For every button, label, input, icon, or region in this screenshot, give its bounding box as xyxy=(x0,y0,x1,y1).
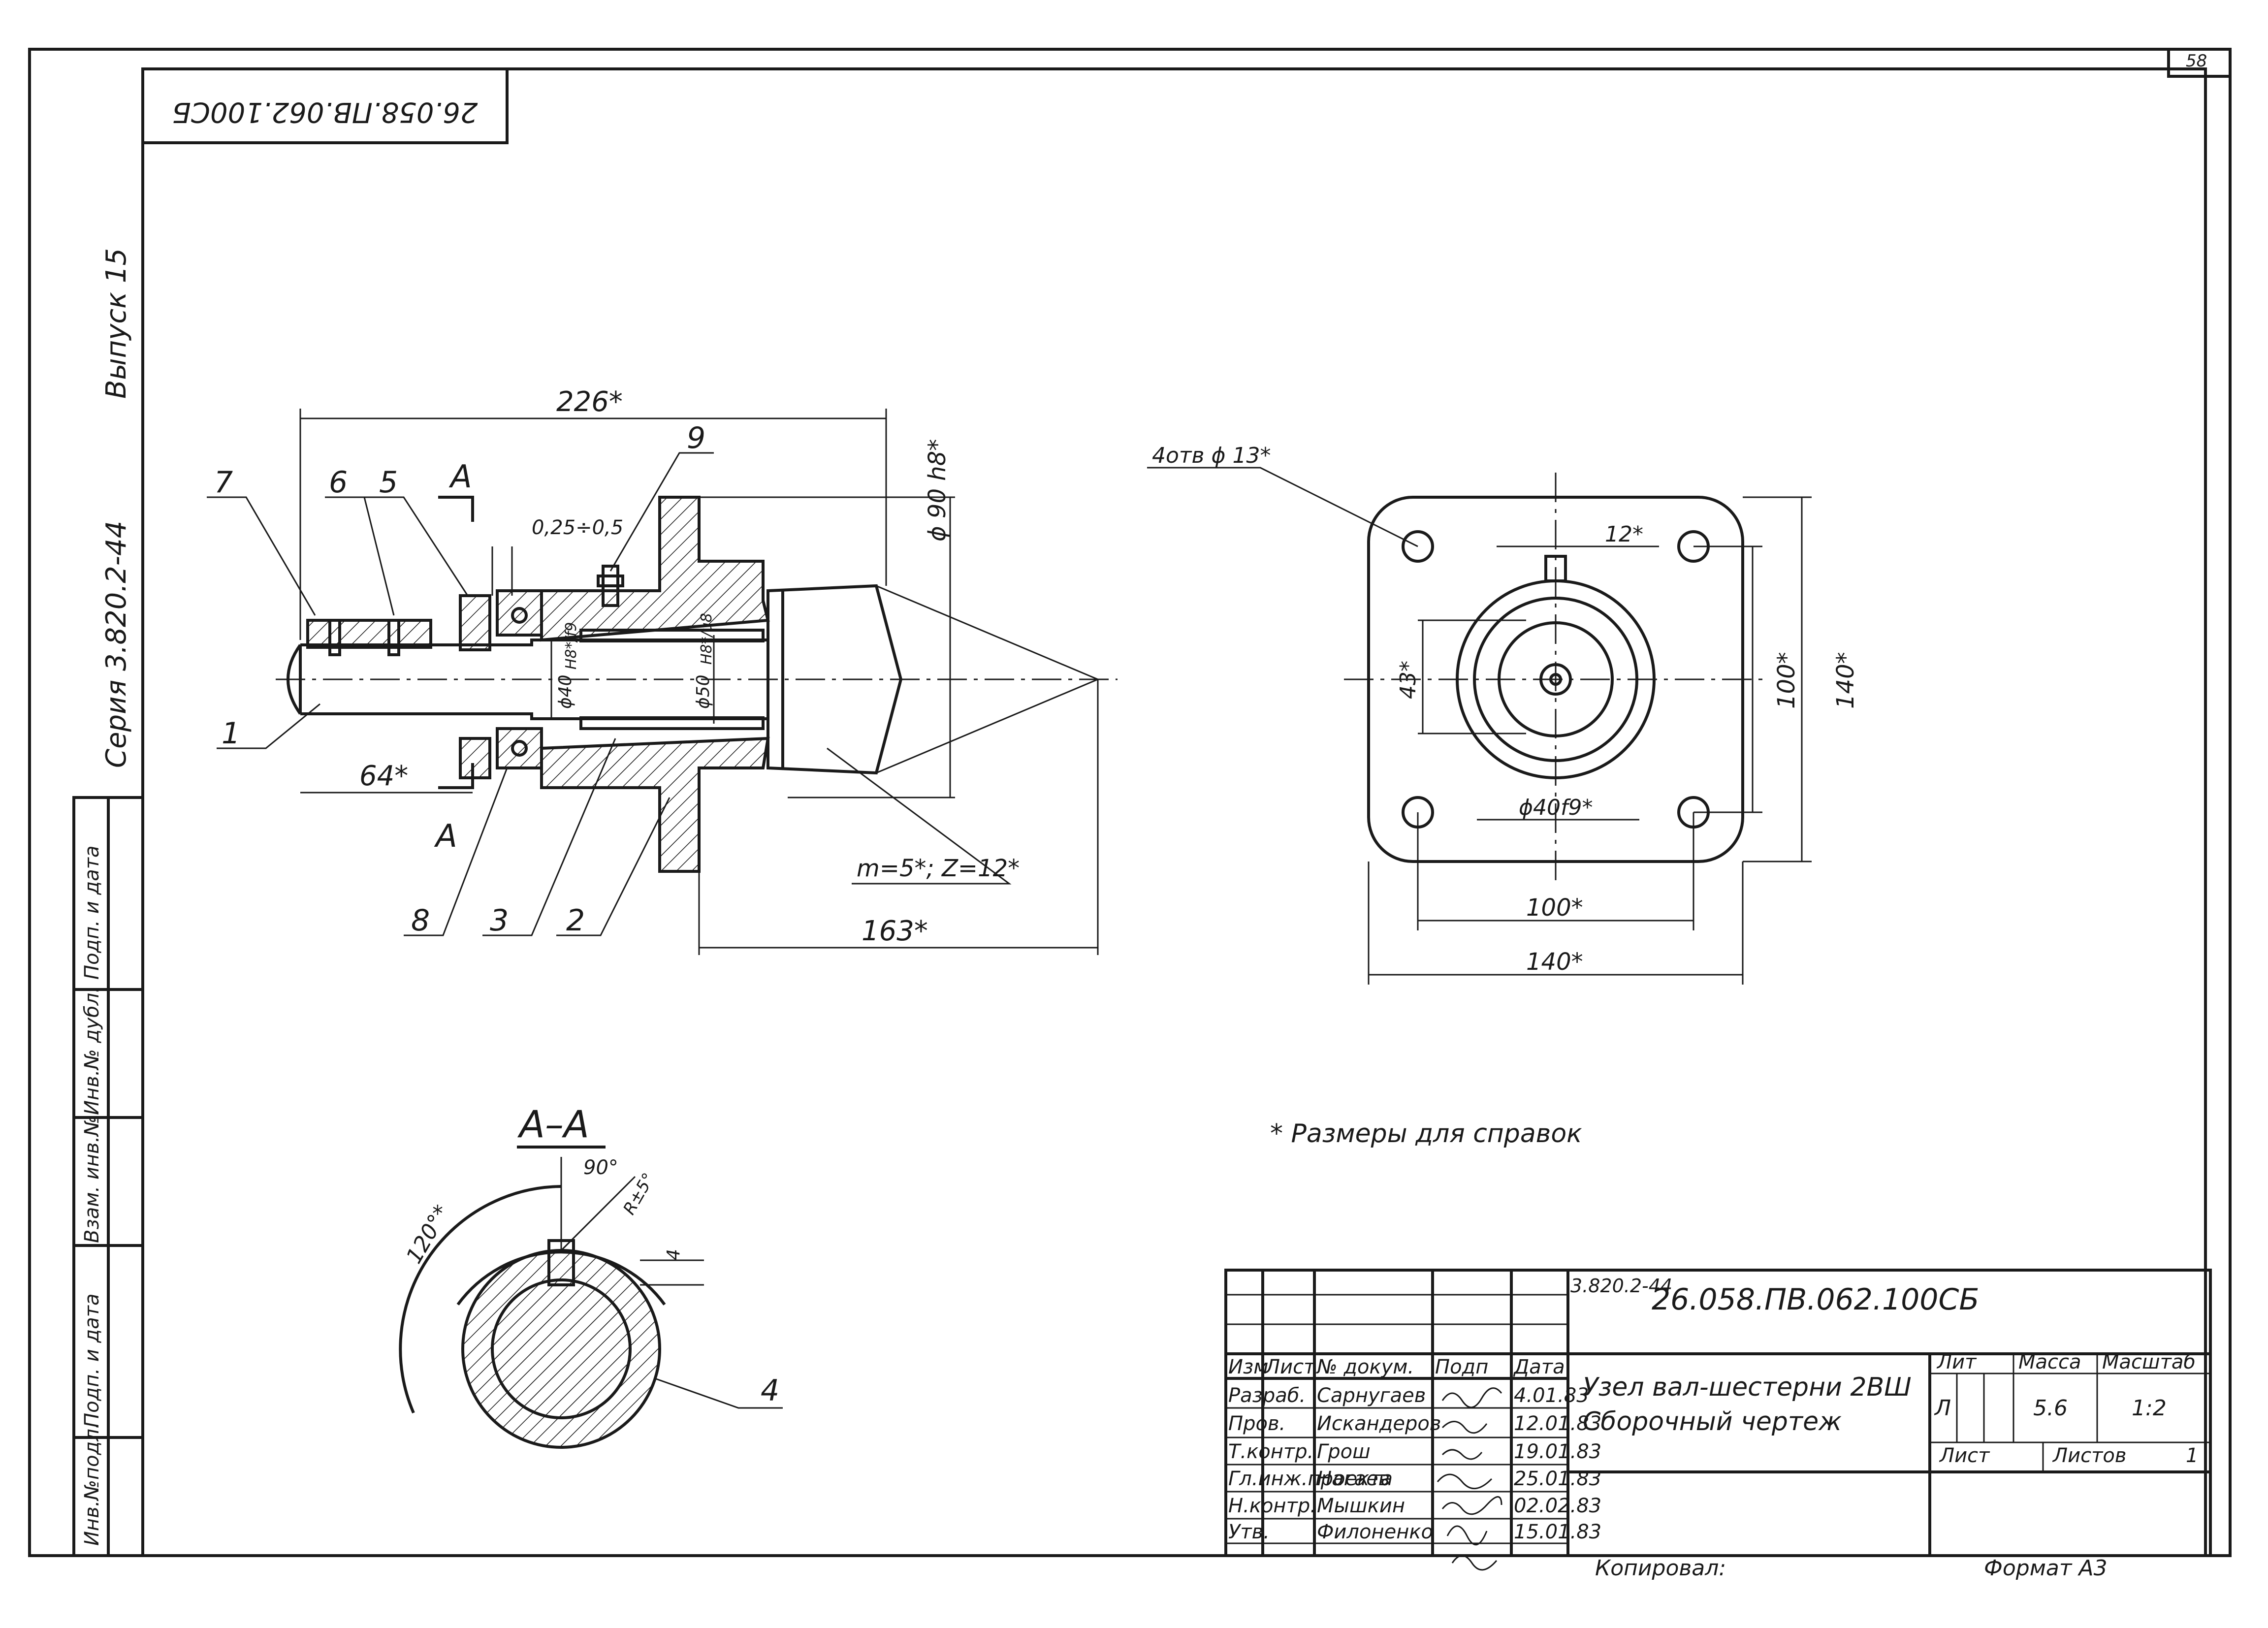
tb-header-list: Лист xyxy=(1264,1356,1316,1378)
fit-40: H8*/f9 xyxy=(563,622,580,670)
tb-name-line2: Сборочный чертеж xyxy=(1583,1407,1842,1436)
inverted-code: 26.058.ПВ.062.100СБ xyxy=(172,96,478,128)
holes-note: 4отв ϕ 13* xyxy=(1152,443,1271,468)
part-label-8: 8 xyxy=(411,903,430,938)
tb-header-sign: Подп xyxy=(1435,1356,1488,1378)
dim-163: 163* xyxy=(862,915,928,947)
side-dim-140-vertical: 140* xyxy=(1832,652,1859,709)
section-aa xyxy=(399,1146,783,1449)
tb-lit-label: Лит xyxy=(1936,1351,1977,1373)
signatures xyxy=(1437,1387,1502,1571)
part-label-5: 5 xyxy=(379,465,398,500)
copied-by: Копировал: xyxy=(1595,1556,1726,1581)
side-view xyxy=(1147,467,1812,985)
side-dim-100-vertical: 100* xyxy=(1773,652,1800,709)
strip-label-3: Взам. инв.№ xyxy=(81,1116,103,1243)
tb-date-3: 19.01.83 xyxy=(1514,1440,1601,1463)
tb-sheet-label: Лист xyxy=(1939,1444,1990,1467)
dim-226: 226* xyxy=(556,386,623,418)
format-label: Формат А3 xyxy=(1984,1556,2108,1581)
reference-note: * Размеры для справок xyxy=(1270,1119,1582,1149)
tb-date-1: 4.01.83 xyxy=(1514,1384,1589,1407)
strip-label-2: Подп. и дата xyxy=(81,1294,103,1428)
tb-lit-value: Л xyxy=(1934,1396,1951,1421)
tb-role-1: Разраб. xyxy=(1228,1384,1306,1407)
tb-date-6: 15.01.83 xyxy=(1514,1521,1601,1543)
part-label-7: 7 xyxy=(214,465,233,500)
tb-name-4: Нагаев xyxy=(1317,1468,1390,1490)
section-mark-top: A xyxy=(448,459,472,495)
side-dim-100-horizontal: 100* xyxy=(1526,894,1583,922)
part-label-3: 3 xyxy=(490,903,509,938)
tb-role-4: Гл.инж.проекта xyxy=(1228,1468,1393,1490)
tb-mass-label: Масса xyxy=(2018,1351,2081,1373)
tb-name-2: Искандеров xyxy=(1317,1412,1441,1435)
dim-phi90: ϕ 90 h8* xyxy=(924,439,951,542)
tb-name-6: Филоненко xyxy=(1317,1521,1433,1543)
tb-date-4: 25.01.83 xyxy=(1514,1468,1601,1490)
part-label-1: 1 xyxy=(222,716,240,751)
tb-name-5: Мышкин xyxy=(1317,1495,1405,1517)
strip-label-1: Инв.№подл. xyxy=(81,1422,103,1546)
part-label-9: 9 xyxy=(687,421,705,455)
left-strip xyxy=(72,796,144,1557)
section-mark-bottom: A xyxy=(434,818,457,855)
side-dim-12: 12* xyxy=(1605,522,1643,547)
section-part-4: 4 xyxy=(761,1373,779,1408)
section-dim-4: 4 xyxy=(664,1249,684,1260)
section-title: А–А xyxy=(517,1102,589,1146)
part-label-2: 2 xyxy=(566,903,585,938)
tb-date-5: 02.02.83 xyxy=(1514,1495,1601,1517)
dim-64: 64* xyxy=(359,760,408,792)
dim-phi40: ϕ40 xyxy=(555,674,575,709)
tb-sheets-label: Листов xyxy=(2052,1444,2126,1467)
section-radius: R±5° xyxy=(619,1170,659,1218)
issue-label: Выпуск 15 xyxy=(100,248,132,399)
tb-role-6: Утв. xyxy=(1228,1521,1270,1543)
tb-role-3: Т.контр. xyxy=(1228,1440,1313,1463)
sheet-frame xyxy=(28,48,2232,1557)
gear-params: m=5*; Z=12* xyxy=(857,855,1020,882)
strip-label-5: Подп. и дата xyxy=(81,846,103,980)
side-dim-43: 43* xyxy=(1396,661,1421,699)
section-angle-90: 90° xyxy=(583,1156,618,1179)
tb-mass-value: 5.6 xyxy=(2033,1396,2068,1421)
tb-scale-label: Масштаб xyxy=(2102,1351,2196,1373)
tb-header-doc: № докум. xyxy=(1316,1356,1414,1378)
tb-name-line1: Узел вал-шестерни 2ВШ xyxy=(1583,1373,1912,1402)
tb-sheets-value: 1 xyxy=(2186,1444,2198,1467)
tb-header-date: Дата xyxy=(1513,1356,1565,1378)
tb-name-1: Сарнугаев xyxy=(1317,1384,1426,1407)
strip-label-4: Инв.№ дубл. xyxy=(81,987,103,1115)
side-dim-phi40: ϕ40f9* xyxy=(1519,795,1593,820)
dim-gap: 0,25÷0,5 xyxy=(532,516,623,539)
tb-series-prefix: 3.820.2-44 xyxy=(1570,1275,1672,1297)
tb-role-5: Н.контр. xyxy=(1228,1495,1316,1517)
tb-role-2: Пров. xyxy=(1228,1412,1285,1435)
page-number: 58 xyxy=(2186,51,2207,71)
main-view xyxy=(207,409,1118,955)
tb-scale-value: 1:2 xyxy=(2132,1396,2167,1421)
title-block xyxy=(1224,1269,2212,1557)
tb-designation: 26.058.ПВ.062.100СБ xyxy=(1652,1282,1980,1317)
series-label: Серия 3.820.2-44 xyxy=(100,521,132,768)
tb-header-izm: Изм xyxy=(1228,1356,1268,1378)
tb-date-2: 12.01.83 xyxy=(1514,1412,1601,1435)
side-dim-140-horizontal: 140* xyxy=(1526,948,1583,976)
part-label-6: 6 xyxy=(329,465,348,500)
dim-phi50: ϕ50 xyxy=(693,674,713,709)
tb-name-3: Грош xyxy=(1317,1440,1371,1463)
fit-50: H8*/u8 xyxy=(698,613,715,665)
